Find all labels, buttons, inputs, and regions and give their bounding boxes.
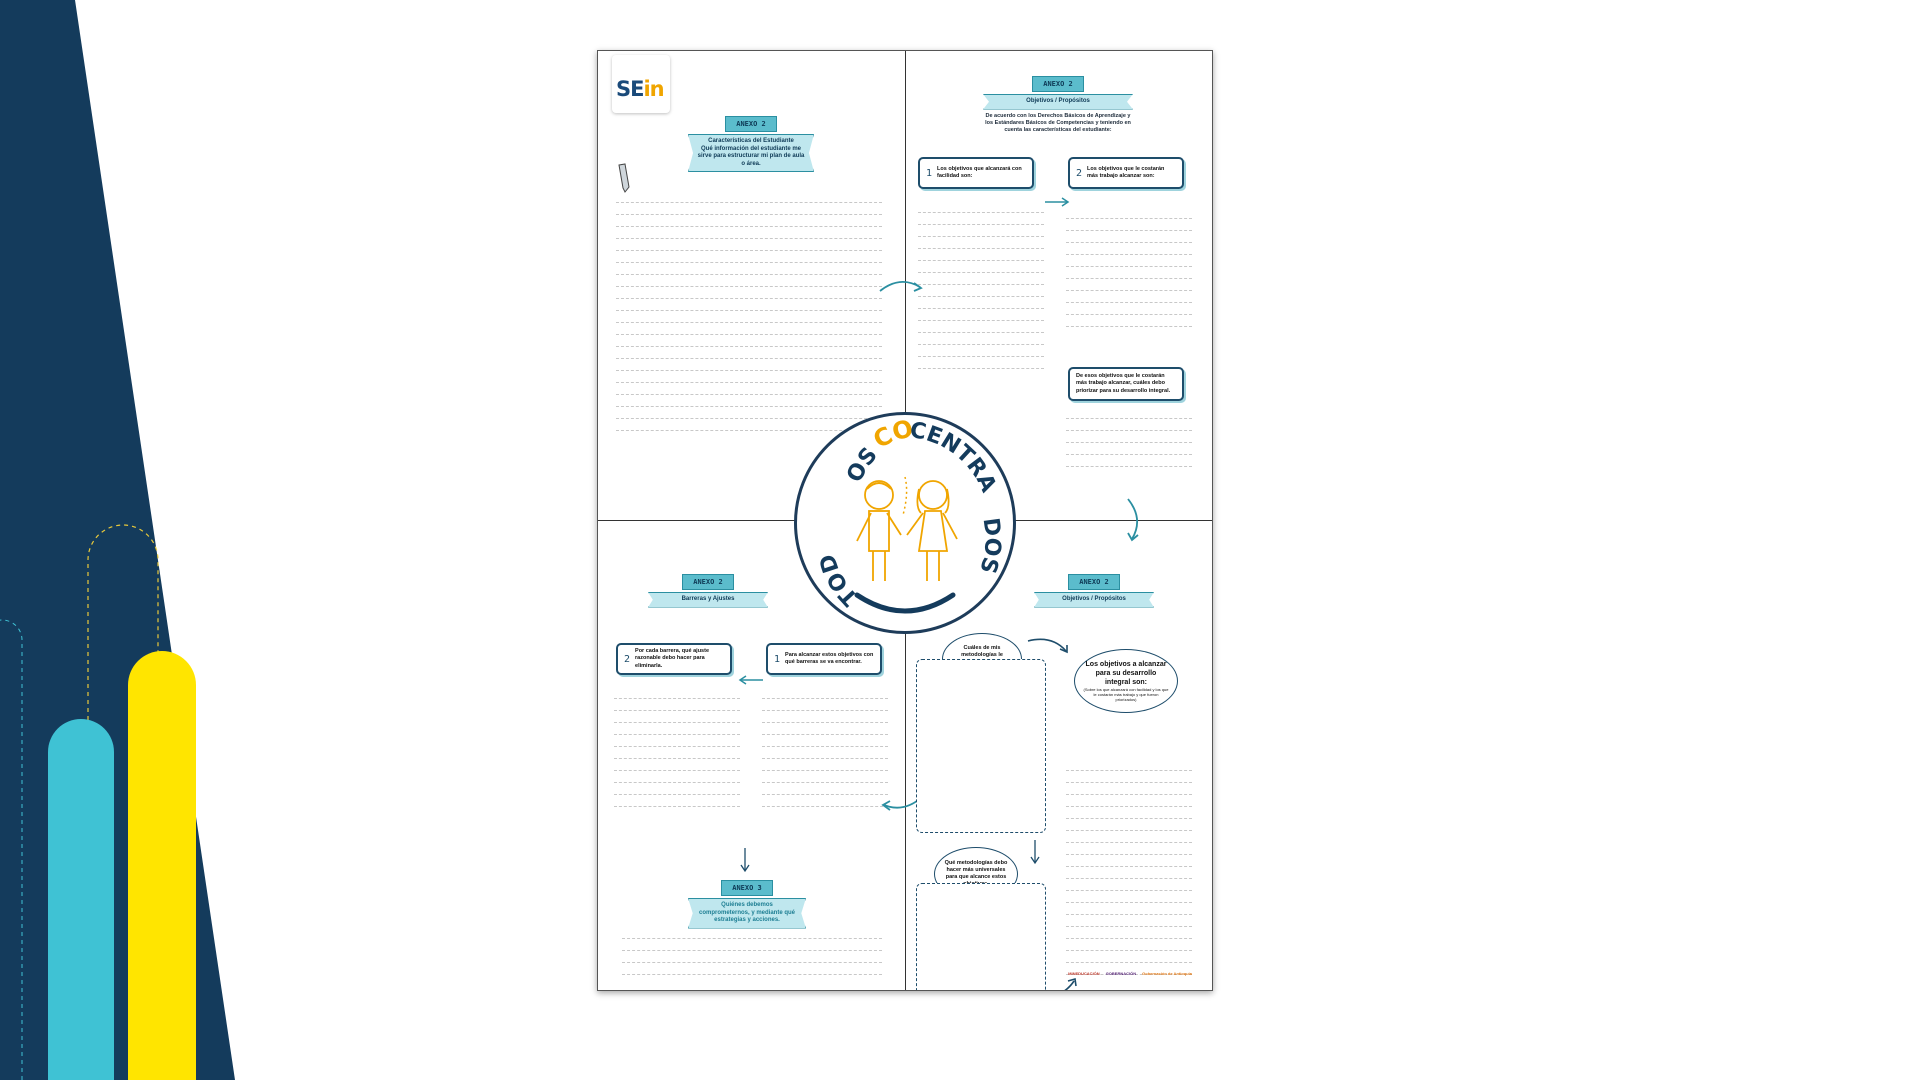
q2-left-lines	[918, 201, 1044, 369]
q3-box-1: 1 Para alcanzar estos objetivos con qué …	[766, 643, 882, 675]
seal-text-os: OS	[842, 443, 882, 487]
q4-bubble-2-note: (Sobre los que alcanzará con facilidad y…	[1083, 686, 1169, 703]
q3-box-2: 2 Por cada barrera, qué ajuste razonable…	[616, 643, 732, 675]
q4-title: Objetivos / Propósitos	[1062, 596, 1126, 602]
pencil-icon	[618, 163, 630, 193]
arrow-down-icon-2	[1030, 840, 1040, 865]
q3-title: Barreras y Ajustes	[681, 596, 735, 602]
q4-universal-box	[916, 883, 1046, 990]
q3-left-lines	[614, 687, 740, 807]
q2-band: Objetivos / Propósitos	[983, 94, 1133, 110]
q3-box-2-number: 2	[624, 653, 631, 665]
q2-box-2-number: 2	[1076, 167, 1083, 179]
arrow-right-icon	[1045, 197, 1070, 207]
seal-text-con: CON	[797, 415, 916, 454]
arrow-left-icon	[738, 675, 763, 685]
curved-arrow-right-icon-3	[1064, 977, 1077, 990]
logo-accent: in	[643, 77, 664, 101]
q2-tag: ANEXO 2	[1032, 76, 1084, 92]
footer-logo-3: Gobernación de Antioquia	[1142, 971, 1192, 976]
q1-title: Características del Estudiante	[708, 138, 794, 144]
q3-title-2: Quiénes debemos comprometernos, y median…	[698, 902, 796, 923]
footer-logos: MINEDUCACIÓN GOBERNACIÓN Gobernación de …	[1068, 971, 1192, 976]
q4-methodologies-box	[916, 659, 1046, 833]
q2-box-2: 2 Los objetivos que le costarán más trab…	[1068, 157, 1184, 189]
q3-commit-lines	[622, 927, 882, 975]
seal-text-tod: TOD	[815, 551, 863, 610]
q4-bubble-objectives: Los objetivos a alcanzar para su desarro…	[1074, 649, 1178, 713]
curved-arrow-right-icon-2	[1027, 638, 1068, 654]
q2-priority-lines	[1066, 407, 1192, 467]
curved-arrow-down-icon	[1127, 498, 1139, 542]
q3-box-2-text: Por cada barrera, qué ajuste razonable d…	[635, 648, 710, 669]
q1-header: ANEXO 2 Características del Estudiante Q…	[688, 113, 814, 172]
todos-concentrados-seal: TOD OS CON CENTRA DOS	[787, 393, 1016, 634]
girl-figure-icon	[906, 480, 958, 581]
q2-box-3-text: De esos objetivos que le costarán más tr…	[1076, 373, 1171, 394]
q1-tag: ANEXO 2	[725, 116, 777, 132]
q4-tag: ANEXO 2	[1068, 574, 1120, 590]
q2-box-1-text: Los objetivos que alcanzará con facilida…	[937, 165, 1022, 179]
sein-logo: SEin	[612, 55, 670, 113]
q2-header: ANEXO 2 Objetivos / Propósitos De acuerd…	[983, 73, 1133, 134]
seal-text-centra: CENTRA	[908, 418, 1001, 496]
q4-bubble-2-title: Los objetivos a alcanzar para su desarro…	[1085, 660, 1167, 686]
footer-logo-2: GOBERNACIÓN	[1105, 971, 1137, 976]
q2-box-3: De esos objetivos que le costarán más tr…	[1068, 367, 1184, 401]
q3-commit-header: ANEXO 3 Quiénes debemos comprometernos, …	[688, 877, 806, 929]
q3-tag-2: ANEXO 3	[721, 880, 773, 896]
q3-band-2: Quiénes debemos comprometernos, y median…	[688, 898, 806, 929]
decorative-left-band	[0, 0, 235, 1080]
footer-logo-1: MINEDUCACIÓN	[1068, 971, 1100, 976]
q3-right-lines	[762, 687, 888, 807]
q2-box-2-text: Los objetivos que le costarán más trabaj…	[1087, 165, 1165, 179]
q3-box-1-number: 1	[774, 653, 781, 665]
boy-figure-icon	[856, 480, 902, 581]
seal-text-dos: DOS	[974, 516, 1005, 576]
q2-title: Objetivos / Propósitos	[1026, 98, 1090, 104]
curved-arrow-right-icon	[879, 281, 923, 292]
q3-band: Barreras y Ajustes	[648, 592, 768, 608]
logo-main: SE	[616, 77, 645, 101]
q2-desc: De acuerdo con los Derechos Básicos de A…	[985, 112, 1131, 133]
q3-box-1-text: Para alcanzar estos objetivos con qué ba…	[785, 651, 874, 665]
q2-box-1-number: 1	[926, 167, 933, 179]
arrow-down-icon	[740, 848, 750, 873]
q1-desc: Qué información del estudiante me sirve …	[697, 145, 805, 167]
q1-writing-lines	[616, 191, 882, 431]
q2-box-1: 1 Los objetivos que alcanzará con facili…	[918, 157, 1034, 189]
q4-band: Objetivos / Propósitos	[1034, 592, 1154, 608]
q4-objective-lines	[1066, 759, 1192, 975]
q3-tag: ANEXO 2	[682, 574, 734, 590]
q1-band: Características del Estudiante Qué infor…	[688, 134, 814, 172]
seal-graphic: TOD OS CON CENTRA DOS	[787, 393, 1005, 614]
document-sheet: SEin ANEXO 2 Características del Estudia…	[597, 50, 1213, 991]
q3-header: ANEXO 2 Barreras y Ajustes	[648, 571, 768, 608]
q2-right-lines	[1066, 207, 1192, 327]
q4-header: ANEXO 2 Objetivos / Propósitos	[1034, 571, 1154, 608]
